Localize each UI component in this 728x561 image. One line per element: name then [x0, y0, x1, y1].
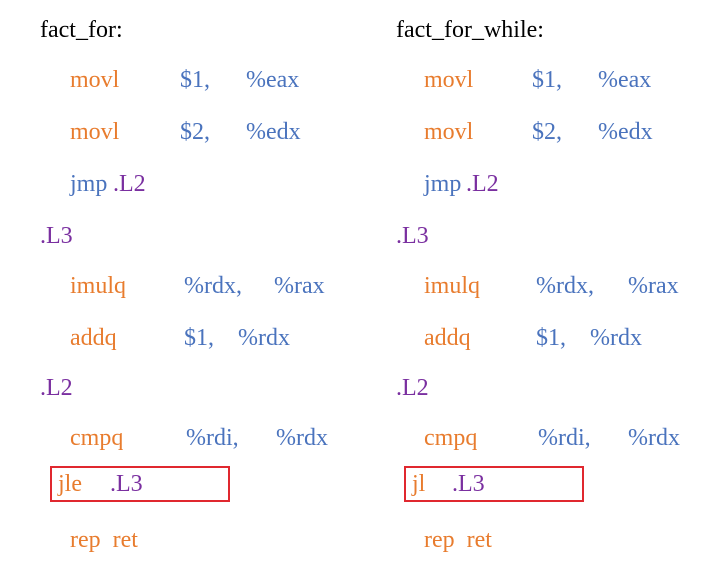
mnemonic: movl — [424, 119, 474, 145]
listing-title: fact_for: — [40, 17, 123, 43]
highlight-box — [404, 466, 584, 502]
code-label: .L3 — [396, 223, 429, 249]
operand: %edx — [246, 119, 301, 145]
listing-title: fact_for_while: — [396, 17, 544, 43]
operand: $1, — [184, 325, 214, 351]
operand: %rdx, — [184, 273, 242, 299]
code-label: .L3 — [40, 223, 73, 249]
mnemonic: rep ret — [424, 527, 492, 553]
operand: %rdx — [628, 425, 680, 451]
label-operand: .L3 — [110, 471, 143, 497]
operand: %rax — [274, 273, 325, 299]
mnemonic: movl — [424, 67, 474, 93]
mnemonic: imulq — [424, 273, 481, 299]
mnemonic: imulq — [70, 273, 127, 299]
mnemonic: addq — [70, 325, 117, 351]
mnemonic: movl — [70, 67, 120, 93]
mnemonic: movl — [70, 119, 120, 145]
mnemonic: jmp — [70, 171, 108, 197]
operand: %edx — [598, 119, 653, 145]
operand: %rdx — [590, 325, 642, 351]
label-operand: .L3 — [452, 471, 485, 497]
mnemonic: addq — [424, 325, 471, 351]
mnemonic: cmpq — [70, 425, 124, 451]
operand: %rdi, — [186, 425, 239, 451]
highlight-box — [50, 466, 230, 502]
mnemonic: jl — [412, 471, 426, 497]
mnemonic: rep ret — [70, 527, 138, 553]
operand: %eax — [246, 67, 300, 93]
fact-for-while-listing: fact_for_while: movl $1, %eax movl $2, %… — [364, 0, 728, 561]
mnemonic: jmp — [424, 171, 462, 197]
label-operand: .L2 — [466, 171, 499, 197]
operand: %eax — [598, 67, 652, 93]
operand: $1, — [180, 67, 210, 93]
mnemonic: cmpq — [424, 425, 478, 451]
operand: $2, — [180, 119, 210, 145]
operand: %rax — [628, 273, 679, 299]
operand: $1, — [536, 325, 566, 351]
mnemonic: jle — [58, 471, 82, 497]
code-label: .L2 — [40, 375, 73, 401]
fact-for-listing: fact_for: movl $1, %eax movl $2, %edx jm… — [40, 17, 328, 553]
operand: %rdx, — [536, 273, 594, 299]
operand: %rdx — [238, 325, 290, 351]
operand: %rdi, — [538, 425, 591, 451]
label-operand: .L2 — [113, 171, 146, 197]
operand: $1, — [532, 67, 562, 93]
code-label: .L2 — [396, 375, 429, 401]
operand: %rdx — [276, 425, 328, 451]
operand: $2, — [532, 119, 562, 145]
